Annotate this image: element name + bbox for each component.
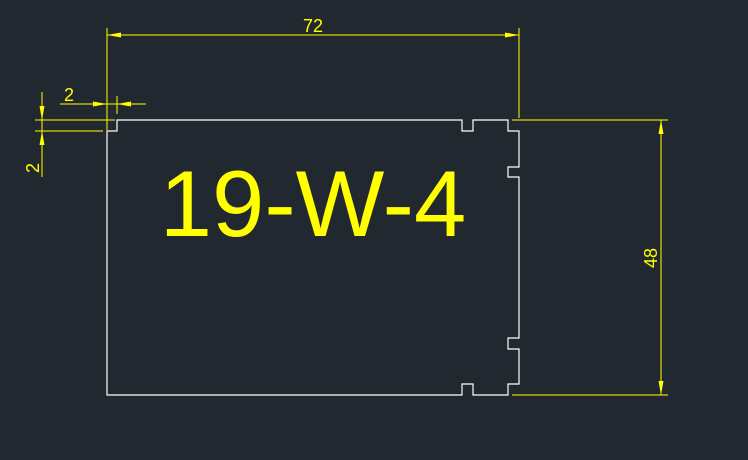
dimension-height-label: 48 bbox=[641, 248, 661, 268]
dimension-width[interactable] bbox=[106, 28, 520, 130]
dimension-width-label: 72 bbox=[303, 16, 323, 36]
part-label[interactable]: 19-W-4 bbox=[160, 151, 466, 256]
dimension-notch-vertical-label: 2 bbox=[23, 163, 43, 173]
dimension-notch-vertical[interactable] bbox=[35, 92, 115, 177]
dimension-notch-horizontal-label: 2 bbox=[64, 85, 74, 105]
part-outline[interactable] bbox=[106, 119, 520, 396]
dimension-notch-horizontal[interactable] bbox=[60, 80, 146, 114]
dimension-height[interactable] bbox=[512, 119, 668, 396]
